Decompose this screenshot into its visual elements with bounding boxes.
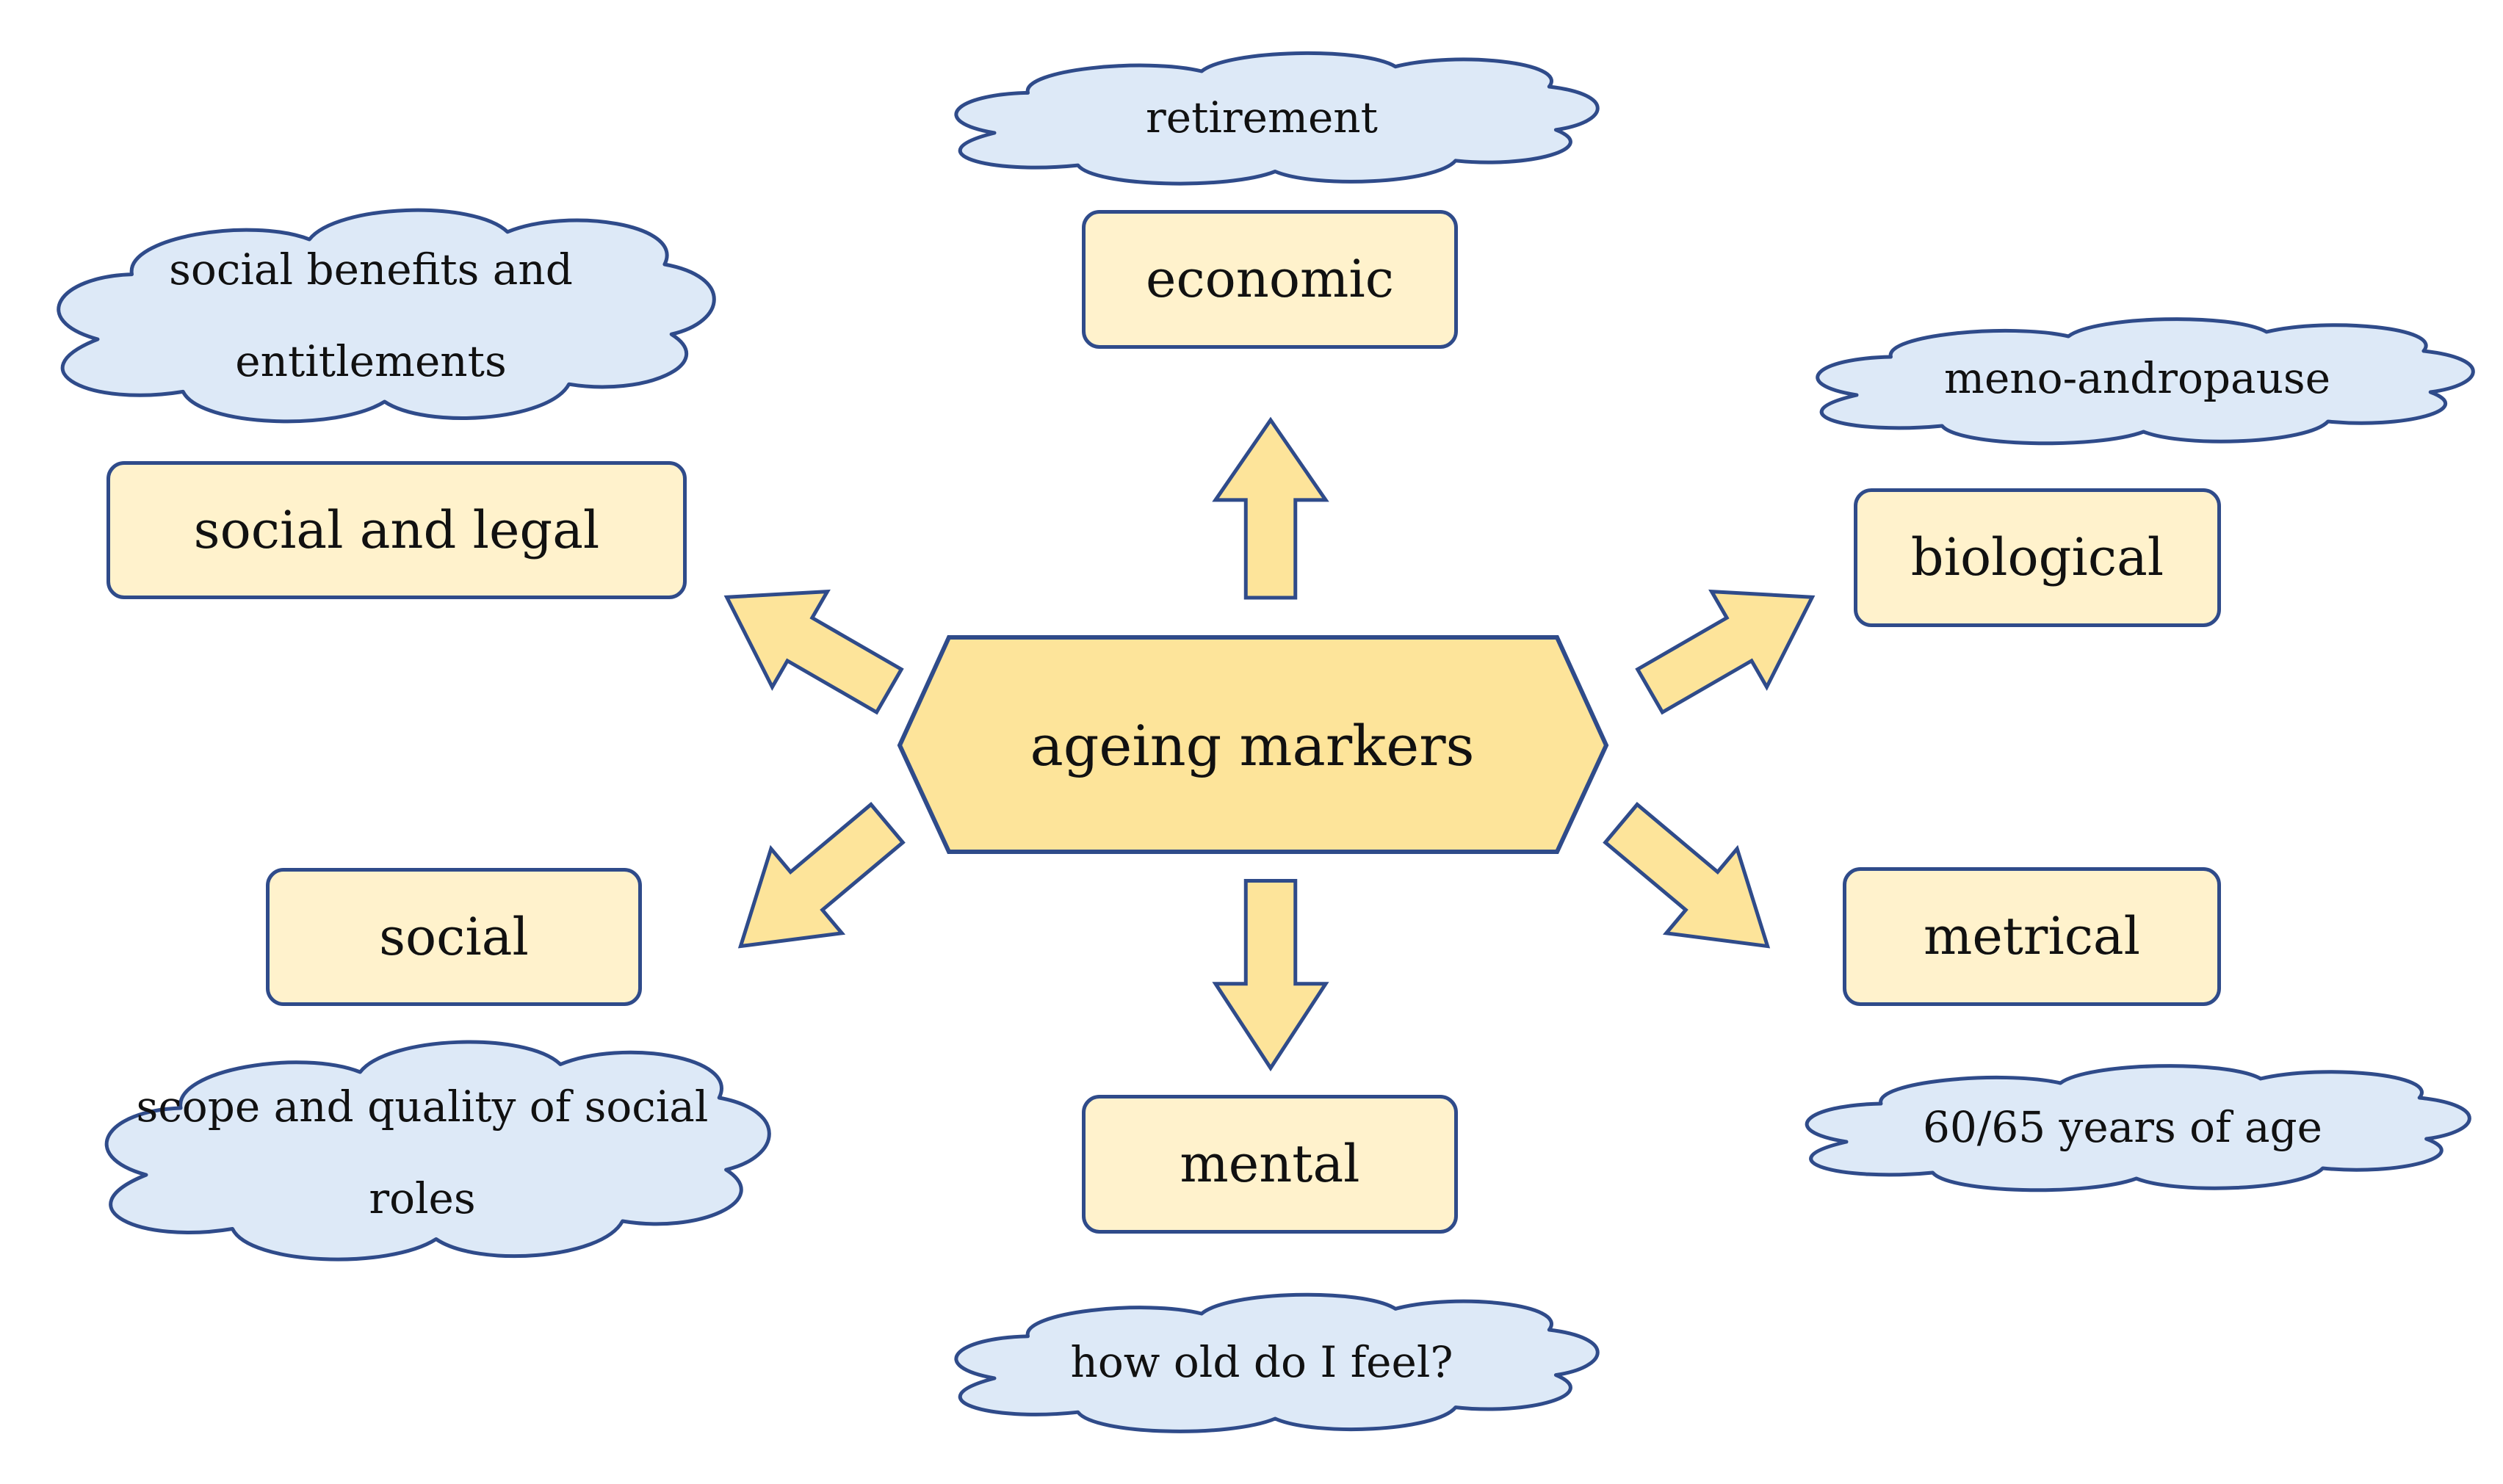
cloud-text-social: scope and quality of social roles	[136, 1082, 709, 1223]
cloud-text-economic: retirement	[1146, 92, 1378, 142]
box-social-legal: social and legal	[106, 461, 687, 599]
arrow-to-social-legal	[699, 549, 917, 738]
box-economic: economic	[1082, 210, 1458, 349]
box-mental: mental	[1082, 1095, 1458, 1234]
box-social: social	[266, 868, 642, 1006]
cloud-text-mental: how old do I feel?	[1070, 1336, 1453, 1387]
box-biological: biological	[1854, 488, 2221, 627]
arrow-to-metrical	[1586, 781, 1803, 988]
arrow-to-economic	[1216, 420, 1326, 598]
cloud-text-metrical: 60/65 years of age	[1922, 1101, 2323, 1152]
center-label: ageing markers	[1030, 712, 1475, 778]
cloud-text-biological: meno-andropause	[1943, 352, 2331, 403]
box-metrical: metrical	[1843, 867, 2221, 1006]
cloud-text-social-legal: social benefits and entitlements	[169, 245, 573, 386]
arrow-to-social	[705, 781, 922, 988]
center-hexagon	[897, 635, 1609, 854]
arrow-to-mental	[1216, 881, 1326, 1068]
arrow-to-biological	[1622, 549, 1840, 738]
